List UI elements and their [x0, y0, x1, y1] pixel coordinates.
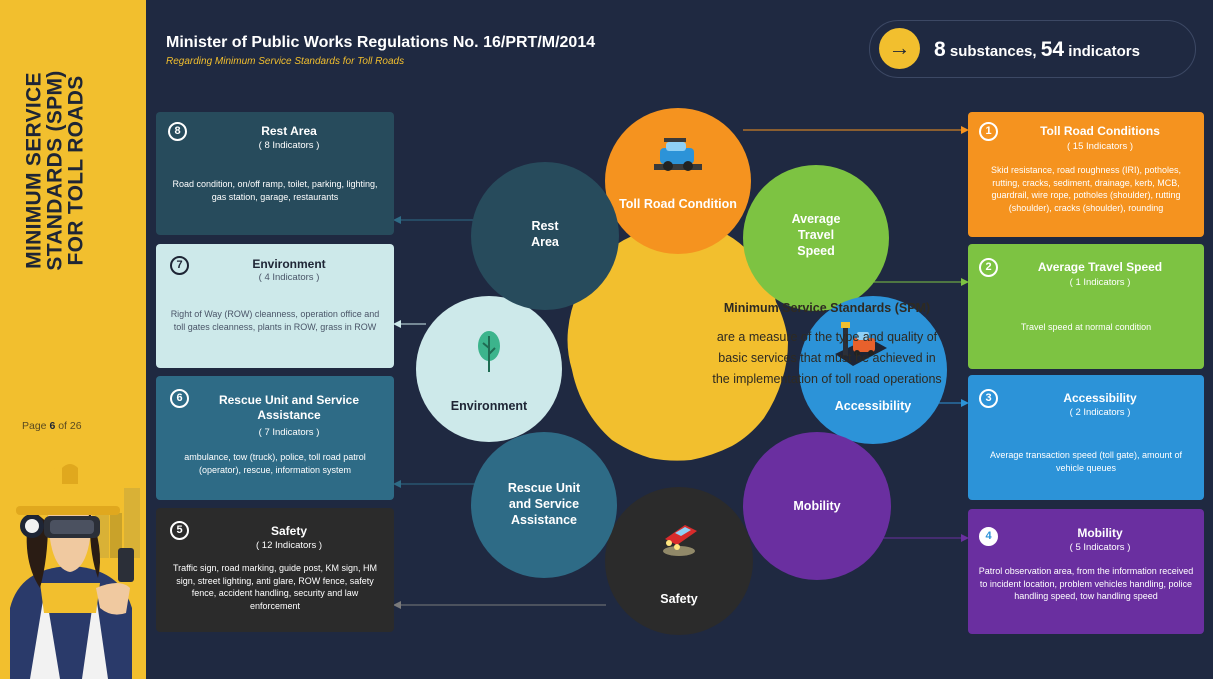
circle-rest-area-label: Rest Area	[531, 219, 559, 249]
card-toll-road-conditions: 1 Toll Road Conditions ( 15 Indicators )…	[968, 112, 1204, 237]
circle-average-travel-speed: Average Travel Speed	[743, 165, 889, 311]
connector-arrow	[393, 601, 401, 609]
connector-arrow	[961, 399, 969, 407]
circle-average-travel-speed-label: Average Travel Speed	[791, 212, 841, 258]
center-title: Minimum Service Standards (SPM)	[723, 301, 931, 315]
card-description: ambulance, tow (truck), police, toll roa…	[184, 452, 366, 475]
center-description: are a measure of the type and quality of…	[712, 330, 942, 386]
car-on-road-icon	[654, 138, 702, 171]
card-title: Mobility	[1077, 526, 1123, 540]
sidebar: MINIMUM SERVICE STANDARDS (SPM) FOR TOLL…	[0, 0, 146, 679]
card-number: 5	[170, 521, 189, 540]
circle-environment: Environment	[416, 296, 562, 442]
red-car-night-icon	[663, 525, 697, 556]
card-rest-area: 8 Rest Area ( 8 Indicators ) Road condit…	[156, 112, 394, 235]
summary-text: 8 substances, 54 indicators	[934, 38, 1140, 62]
card-description: Patrol observation area, from the inform…	[978, 566, 1194, 601]
card-number: 3	[979, 389, 998, 408]
card-number: 4	[979, 527, 998, 546]
card-subtitle: ( 7 Indicators )	[258, 427, 320, 438]
card-number: 6	[170, 389, 189, 408]
circle-toll-road-condition: Toll Road Condition	[605, 108, 751, 254]
substances-count: 8	[934, 38, 946, 61]
card-mobility: 4 Mobility ( 5 Indicators ) Patrol obser…	[968, 509, 1204, 634]
arrow-right-icon: →	[879, 28, 920, 69]
card-title: Toll Road Conditions	[1040, 124, 1160, 138]
card-number: 7	[170, 256, 189, 275]
circle-mobility: Mobility	[743, 432, 891, 580]
card-title: Accessibility	[1063, 391, 1137, 405]
card-subtitle: ( 8 Indicators )	[258, 140, 320, 151]
card-title: Safety	[270, 524, 308, 538]
circle-environment-label: Environment	[450, 399, 528, 413]
card-number: 8	[168, 122, 187, 141]
circle-safety-label: Safety	[660, 592, 698, 606]
card-description: Average transaction speed (toll gate), a…	[990, 450, 1182, 473]
summary-pill: → 8 substances, 54 indicators	[869, 20, 1196, 78]
card-description: Road condition, on/off ramp, toilet, par…	[172, 179, 378, 202]
circle-safety: Safety	[605, 487, 753, 635]
card-rescue-unit: 6 Rescue Unit and Service Assistance ( 7…	[156, 376, 394, 500]
circle-rescue-unit: Rescue Unit and Service Assistance	[471, 432, 617, 578]
indicators-count: 54	[1040, 38, 1065, 61]
tree-leaf-icon	[478, 331, 500, 372]
card-safety: 5 Safety ( 12 Indicators ) Traffic sign,…	[156, 508, 394, 632]
card-average-travel-speed: 2 Average Travel Speed ( 1 Indicators ) …	[968, 244, 1204, 369]
card-accessibility: 3 Accessibility ( 2 Indicators ) Average…	[968, 375, 1204, 500]
center-definition: Minimum Service Standards (SPM) are a me…	[711, 298, 943, 390]
card-subtitle: ( 1 Indicators )	[1069, 277, 1131, 288]
connector-arrow	[393, 320, 401, 328]
card-subtitle: ( 4 Indicators )	[258, 272, 320, 283]
construction-worker-illustration	[10, 464, 140, 679]
circle-mobility-label: Mobility	[793, 499, 841, 513]
connector-arrow	[393, 480, 401, 488]
card-title: Rest Area	[261, 124, 317, 138]
page-title: Minister of Public Works Regulations No.…	[166, 34, 596, 51]
card-subtitle: ( 12 Indicators )	[256, 540, 322, 551]
card-number: 2	[979, 258, 998, 277]
connector-lines	[393, 126, 969, 609]
connector-arrow	[961, 278, 969, 286]
card-title: Average Travel Speed	[1037, 260, 1163, 274]
circle-accessibility: Accessibility	[799, 296, 947, 444]
substances-label: substances,	[949, 43, 1037, 60]
circle-rest-area: Rest Area	[471, 162, 619, 310]
connector-arrow	[961, 534, 969, 542]
sidebar-title: MINIMUM SERVICE STANDARDS (SPM) FOR TOLL…	[22, 30, 88, 312]
card-subtitle: ( 5 Indicators )	[1069, 542, 1131, 553]
card-description: Travel speed at normal condition	[1020, 322, 1152, 332]
card-title: Environment	[252, 257, 326, 271]
card-description: Traffic sign, road marking, guide post, …	[172, 563, 378, 611]
circle-toll-road-condition-label: Toll Road Condition	[619, 197, 737, 211]
connector-arrow	[961, 126, 969, 134]
center-starburst	[567, 227, 788, 461]
toll-gate-car-icon	[835, 322, 887, 366]
main-panel: Minister of Public Works Regulations No.…	[146, 0, 1213, 679]
card-title: Rescue Unit and Service Assistance	[218, 393, 360, 422]
card-description: Right of Way (ROW) cleanness, operation …	[170, 309, 380, 332]
sidebar-title-line: MINIMUM SERVICE	[22, 72, 46, 269]
card-description: Skid resistance, road roughness (IRI), p…	[990, 165, 1182, 213]
card-subtitle: ( 2 Indicators )	[1069, 407, 1131, 418]
circle-accessibility-label: Accessibility	[834, 399, 912, 413]
sidebar-title-line: FOR TOLL ROADS	[64, 75, 88, 266]
connector-arrow	[393, 216, 401, 224]
page-subtitle: Regarding Minimum Service Standards for …	[166, 56, 405, 67]
page-indicator: Page 6 of 26	[22, 420, 82, 432]
card-number: 1	[979, 122, 998, 141]
card-subtitle: ( 15 Indicators )	[1067, 141, 1133, 152]
sidebar-title-line: STANDARDS (SPM)	[43, 70, 67, 271]
indicators-label: indicators	[1068, 43, 1140, 60]
card-environment: 7 Environment ( 4 Indicators ) Right of …	[156, 244, 394, 368]
circle-rescue-unit-label: Rescue Unit and Service Assistance	[507, 481, 581, 527]
